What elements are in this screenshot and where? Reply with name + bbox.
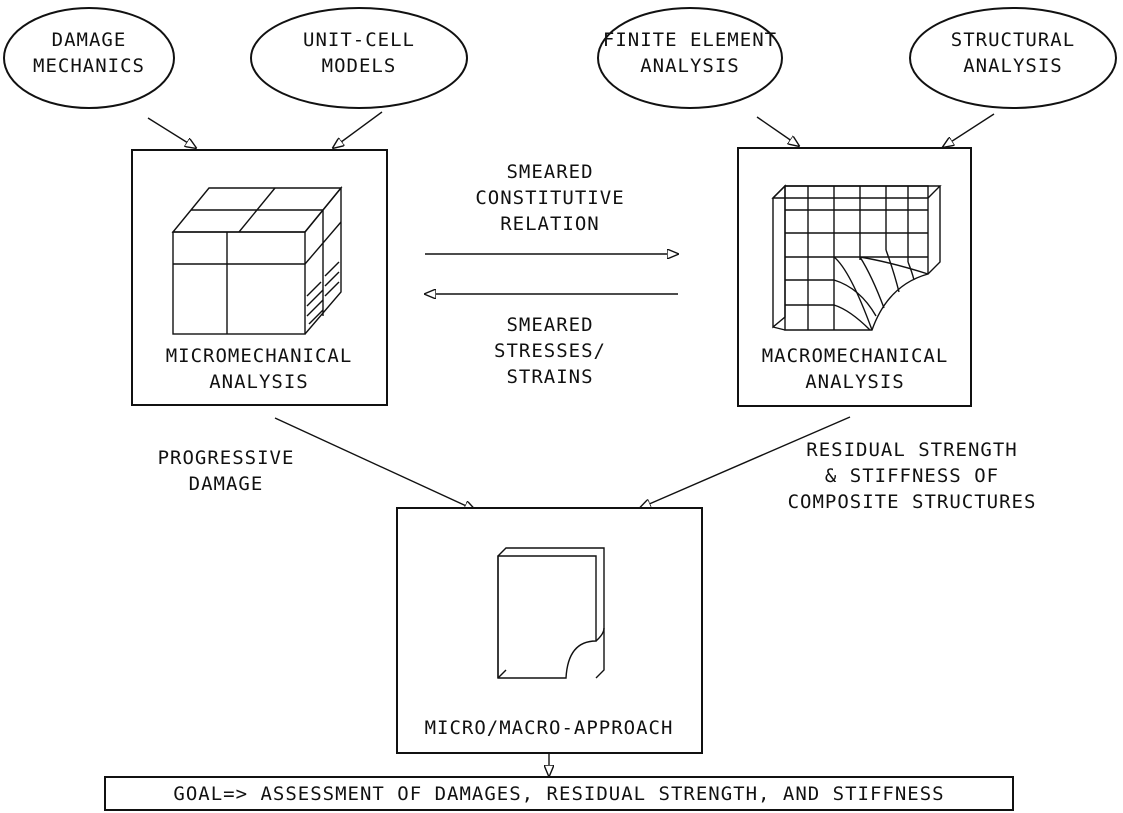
unit-cell-models-node: UNIT-CELL MODELS bbox=[250, 7, 468, 109]
damage-mechanics-label-line2: MECHANICS bbox=[33, 55, 145, 77]
finite-element-label-line2: ANALYSIS bbox=[640, 55, 740, 77]
macromechanical-title-line1: MACROMECHANICAL bbox=[762, 345, 949, 367]
residual-strength-label: RESIDUAL STRENGTH & STIFFNESS OF COMPOSI… bbox=[788, 439, 1037, 513]
arrow-damage-to-micro bbox=[147, 117, 196, 148]
arrow-unitcell-to-micro bbox=[333, 111, 383, 148]
macromechanical-analysis-box: MACROMECHANICAL ANALYSIS bbox=[737, 147, 972, 407]
goal-box: GOAL=> ASSESSMENT OF DAMAGES, RESIDUAL S… bbox=[104, 776, 1014, 811]
residual-strength-line1: RESIDUAL STRENGTH bbox=[806, 439, 1017, 461]
smeared-constitutive-line3: RELATION bbox=[500, 213, 600, 235]
macromechanical-title-line2: ANALYSIS bbox=[805, 371, 905, 393]
structural-analysis-node: STRUCTURAL ANALYSIS bbox=[909, 7, 1117, 109]
damage-mechanics-node: DAMAGE MECHANICS bbox=[3, 7, 175, 109]
arrow-macro-to-approach bbox=[640, 416, 851, 508]
smeared-stresses-line2: STRESSES/ bbox=[494, 340, 606, 362]
smeared-stresses-line3: STRAINS bbox=[506, 366, 593, 388]
smeared-stresses-strains-link: SMEARED STRESSES/ STRAINS bbox=[425, 294, 678, 388]
progressive-damage-line2: DAMAGE bbox=[189, 473, 264, 495]
finite-element-mesh-illustration bbox=[771, 184, 942, 331]
smeared-stresses-line1: SMEARED bbox=[506, 314, 593, 336]
unit-cell-models-label-line2: MODELS bbox=[322, 55, 397, 77]
arrow-structural-to-macro bbox=[943, 113, 995, 147]
micro-macro-approach-title: MICRO/MACRO-APPROACH bbox=[425, 717, 674, 739]
unit-cell-cube-illustration bbox=[171, 186, 343, 335]
progressive-damage-line1: PROGRESSIVE bbox=[158, 447, 295, 469]
finite-element-label-line1: FINITE ELEMENT bbox=[603, 29, 777, 51]
goal-text: GOAL=> ASSESSMENT OF DAMAGES, RESIDUAL S… bbox=[173, 783, 944, 805]
residual-strength-line3: COMPOSITE STRUCTURES bbox=[788, 491, 1037, 513]
unit-cell-models-label-line1: UNIT-CELL bbox=[303, 29, 415, 51]
damage-mechanics-label-line1: DAMAGE bbox=[52, 29, 127, 51]
residual-strength-line2: & STIFFNESS OF bbox=[825, 465, 999, 487]
micromechanical-title-line1: MICROMECHANICAL bbox=[166, 345, 353, 367]
component-with-notch-illustration bbox=[497, 547, 605, 679]
smeared-constitutive-relation-link: SMEARED CONSTITUTIVE RELATION bbox=[425, 161, 678, 254]
structural-analysis-label-line2: ANALYSIS bbox=[963, 55, 1063, 77]
hatched-section bbox=[306, 261, 340, 325]
finite-element-analysis-node: FINITE ELEMENT ANALYSIS bbox=[597, 7, 783, 109]
micro-macro-approach-box: MICRO/MACRO-APPROACH bbox=[396, 507, 703, 754]
smeared-constitutive-line1: SMEARED bbox=[506, 161, 593, 183]
progressive-damage-label: PROGRESSIVE DAMAGE bbox=[158, 447, 295, 495]
arrow-micro-to-approach bbox=[274, 417, 475, 510]
micromechanical-analysis-box: MICROMECHANICAL ANALYSIS bbox=[131, 149, 388, 406]
smeared-constitutive-line2: CONSTITUTIVE bbox=[475, 187, 624, 209]
arrow-fea-to-macro bbox=[756, 116, 799, 146]
micromechanical-title-line2: ANALYSIS bbox=[209, 371, 309, 393]
structural-analysis-label-line1: STRUCTURAL bbox=[951, 29, 1075, 51]
